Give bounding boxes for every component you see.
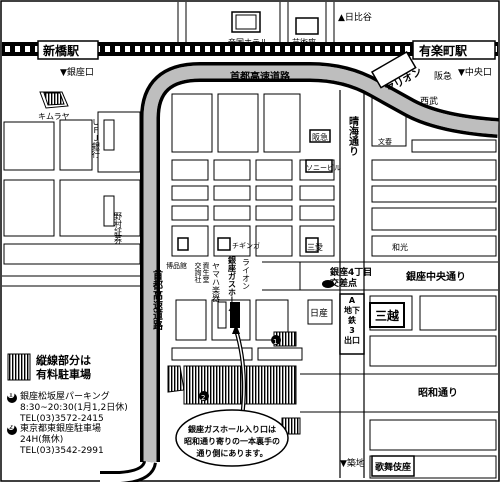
ufj-bank-label: ＵＦＪ銀行	[92, 118, 101, 159]
nissan-building	[307, 299, 333, 325]
parking-marker-1-label: 1	[273, 338, 277, 346]
parking-1-tel: TEL(03)3572-2415	[20, 414, 104, 424]
intersection-label: 銀座4丁目 交差点	[330, 268, 373, 289]
railway-line	[2, 42, 498, 56]
mitsukoshi-building	[369, 302, 405, 328]
kimuraya-building	[43, 92, 65, 106]
hankyu-mid-label: 阪急	[312, 132, 328, 142]
yamaha-label: ヤマハ楽器	[212, 262, 221, 303]
harumi-dori	[339, 90, 365, 478]
yurakucho-station-label: 有楽町駅	[419, 43, 468, 58]
sanai-label: 三愛	[307, 242, 323, 252]
tanisawa-label: チギンガ	[232, 241, 260, 250]
hibiya-direction: ▲日比谷	[338, 11, 372, 23]
nissan-label: 日産	[310, 307, 328, 319]
parking-1-name: 銀座松坂屋パーキング	[20, 392, 110, 402]
bunkakan-label: 文春	[378, 137, 392, 146]
parking-legend-title: 縦線部分は 有料駐車場	[36, 354, 91, 381]
ginza-gas-hall-label: 銀座ガスホール	[228, 255, 237, 312]
top-streets	[177, 2, 335, 42]
showa-dori-label: 昭和通り	[418, 386, 458, 399]
kimuraya-label: キムラヤ	[38, 112, 70, 121]
chuo-guchi-direction: ▼中央口	[458, 66, 492, 78]
parking-2-tel: TEL(03)3542-2991	[20, 446, 104, 456]
parking-2-name: 東京都東銀座駐車場	[20, 424, 102, 434]
ginza-gas-hall-building[interactable]	[230, 302, 240, 328]
shuto-top-label: 首都高速道路	[230, 70, 291, 83]
geijutsuza-building	[295, 17, 319, 35]
parking-2-num: ❷	[7, 423, 16, 433]
hakuhinkan-label: 博品館	[166, 261, 187, 270]
kabukiza-building	[371, 455, 415, 477]
intersection-marker	[322, 280, 334, 288]
ufj-bank-building	[103, 119, 115, 151]
parking-marker-2-label: 2	[201, 394, 205, 402]
subway-exit-box[interactable]	[339, 293, 365, 355]
mitsukoshi-label: 三越	[375, 308, 400, 323]
harumi-dori-label: 晴海通り	[347, 115, 359, 156]
seibu-label: 西武	[420, 95, 438, 107]
shuto-expressway	[140, 62, 499, 462]
parking-1-info: 銀座松坂屋パーキング 8:30~20:30(1月1,2日休) TEL(03)35…	[20, 392, 128, 425]
nomura-securities-building	[103, 195, 115, 227]
parking-marker-1[interactable]	[271, 335, 281, 345]
teikoku-hotel-label: 帝国ホテル	[228, 37, 268, 47]
shiseido-label: 資生堂	[202, 261, 210, 283]
entrance-callout	[175, 409, 289, 467]
parking-2-info: 東京都東銀座駐車場 24H(無休) TEL(03)3542-2991	[20, 424, 104, 457]
hankyu-top-label: 阪急	[434, 70, 452, 82]
entrance-callout-text: 銀座ガスホール入り口は 昭和通り寄りの一本裏手の 通り側にあります。	[184, 425, 280, 458]
kojunsha-label: 交詢社	[194, 261, 202, 284]
teikoku-hotel-building	[231, 11, 261, 33]
shinbashi-station-box[interactable]	[37, 40, 99, 60]
sony-building-label: ソニービル	[306, 163, 341, 172]
shuto-left-label: 首都高速道路	[151, 269, 164, 331]
geijutsuza-label: 芸術座	[292, 37, 316, 47]
lion-label: ライオン	[242, 258, 251, 290]
subway-exit-label: A 地下鉄 3 出口	[344, 296, 360, 345]
parking-2-hours: 24H(無休)	[20, 435, 64, 445]
shinbashi-blocks	[2, 91, 142, 287]
yurakucho-station-box[interactable]	[412, 40, 496, 60]
ginza-blocks	[171, 93, 335, 361]
nomura-securities-label: 野村証券	[114, 212, 123, 245]
ginza-chuo-dori-label: 銀座中央通り	[406, 270, 466, 283]
wako-label: 和光	[392, 242, 408, 252]
yurakucho-ginza-east-blocks	[369, 95, 497, 479]
marion-building	[370, 50, 417, 89]
ginza-guchi-direction: ▼銀座口	[60, 66, 94, 78]
parking-1-num: ❶	[7, 391, 16, 401]
parking-marker-2[interactable]	[199, 391, 209, 401]
legend-swatch	[7, 353, 31, 381]
tsukiji-direction: ▼築地	[340, 457, 365, 469]
kabukiza-label: 歌舞伎座	[375, 461, 411, 473]
parking-1-hours: 8:30~20:30(1月1,2日休)	[20, 403, 128, 413]
shinbashi-station-label: 新橋駅	[43, 43, 80, 58]
